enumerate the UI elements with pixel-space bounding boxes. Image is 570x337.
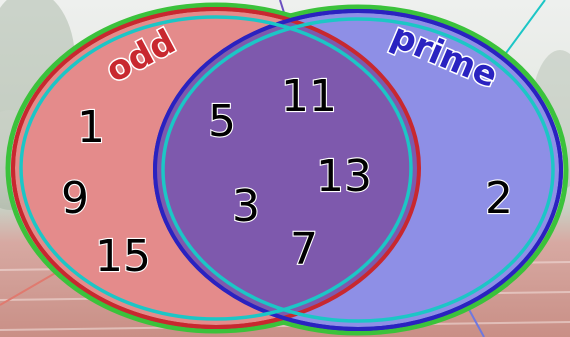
odd-inner-outline: [19, 15, 413, 321]
pointer-line-bottom-left: [0, 267, 65, 306]
odd-only-number: 9: [61, 173, 89, 224]
both-number: 3: [232, 181, 260, 232]
prime-boundary: [153, 9, 563, 331]
both-number: 7: [290, 224, 318, 275]
odd-only-number: 15: [95, 231, 151, 282]
both-number: 13: [316, 151, 372, 202]
odd-only-number: 1: [77, 102, 105, 153]
intersection-region: [155, 11, 419, 327]
odd-boundary: [11, 7, 421, 329]
both-number: 11: [281, 71, 337, 122]
prime-inner-outline: [161, 17, 555, 323]
prime-only-number: 2: [485, 173, 513, 224]
both-number: 5: [208, 96, 236, 147]
